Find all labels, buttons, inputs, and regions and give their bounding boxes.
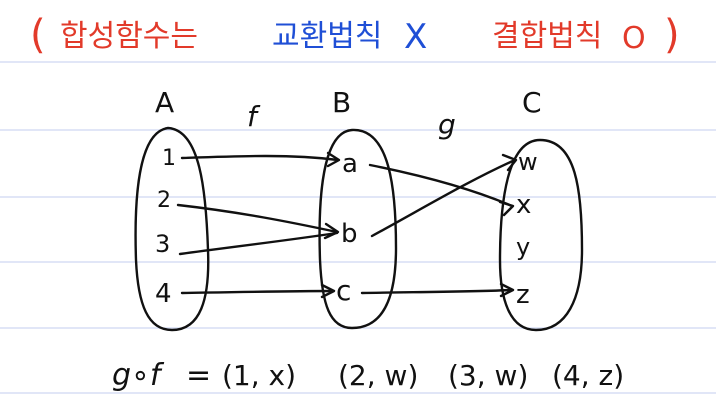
f-mapping-arrows xyxy=(176,151,341,299)
set-a-element-2: 2 xyxy=(157,188,171,213)
set-c-element-z: z xyxy=(516,280,530,310)
g-mapping-arrows xyxy=(360,153,518,298)
header-open-paren: ( xyxy=(30,12,46,58)
arrow-a-to-x-head xyxy=(498,200,515,217)
function-g-label: g xyxy=(438,108,456,141)
commutative-law-label: 교환법칙 xyxy=(272,19,382,54)
associative-law-label: 결합법칙 xyxy=(492,19,602,54)
arrow-b-to-w xyxy=(370,158,517,238)
arrow-2-to-b xyxy=(176,203,339,234)
composition-pair-1: (1, x) xyxy=(222,359,296,392)
set-b-element-a: a xyxy=(342,149,358,179)
arrow-1-to-a-head xyxy=(326,151,341,168)
set-a-element-1: 1 xyxy=(162,146,176,171)
set-a-oval xyxy=(134,126,210,332)
composition-pair-3: (3, w) xyxy=(448,359,528,392)
set-b-element-b: b xyxy=(341,219,358,249)
header-note: ( 합성함수는 교환법칙 X 결합법칙 O ) xyxy=(30,12,680,58)
set-c-element-y: y xyxy=(516,233,530,261)
composition-pair-2: (2, w) xyxy=(338,359,418,392)
arrow-4-to-c-head xyxy=(320,283,336,299)
set-b-label: B xyxy=(332,86,351,119)
arrow-3-to-b xyxy=(178,231,339,256)
arrow-c-to-z-head xyxy=(499,282,515,298)
arrow-a-to-x xyxy=(368,163,514,208)
set-c-element-w: w xyxy=(518,148,538,176)
arrow-1-to-a xyxy=(180,154,340,162)
composition-equals: = xyxy=(186,358,211,393)
set-c-oval xyxy=(498,138,584,332)
composition-pair-4: (4, z) xyxy=(552,359,624,392)
composition-lhs: g∘f xyxy=(112,358,165,393)
composition-result: g∘f = (1, x) (2, w) (3, w) (4, z) xyxy=(112,358,624,393)
arrow-b-to-w-head xyxy=(501,153,518,172)
header-phrase: 합성함수는 xyxy=(60,19,198,54)
set-b-element-c: c xyxy=(336,274,351,307)
set-c-label: C xyxy=(522,86,542,119)
arrow-4-to-c xyxy=(180,289,335,295)
commutative-x-mark: X xyxy=(404,17,427,57)
set-a-label: A xyxy=(155,86,174,119)
set-c-element-x: x xyxy=(516,190,531,220)
set-a-element-3: 3 xyxy=(155,230,170,258)
header-close-paren: ) xyxy=(664,12,680,58)
set-b-oval xyxy=(318,128,398,330)
arrow-2-to-b-head xyxy=(323,222,340,240)
ruled-lines xyxy=(0,61,716,394)
function-f-label: f xyxy=(247,100,261,133)
set-a-element-4: 4 xyxy=(155,279,172,309)
arrow-c-to-z xyxy=(360,288,514,295)
associative-o-mark: O xyxy=(622,21,646,56)
